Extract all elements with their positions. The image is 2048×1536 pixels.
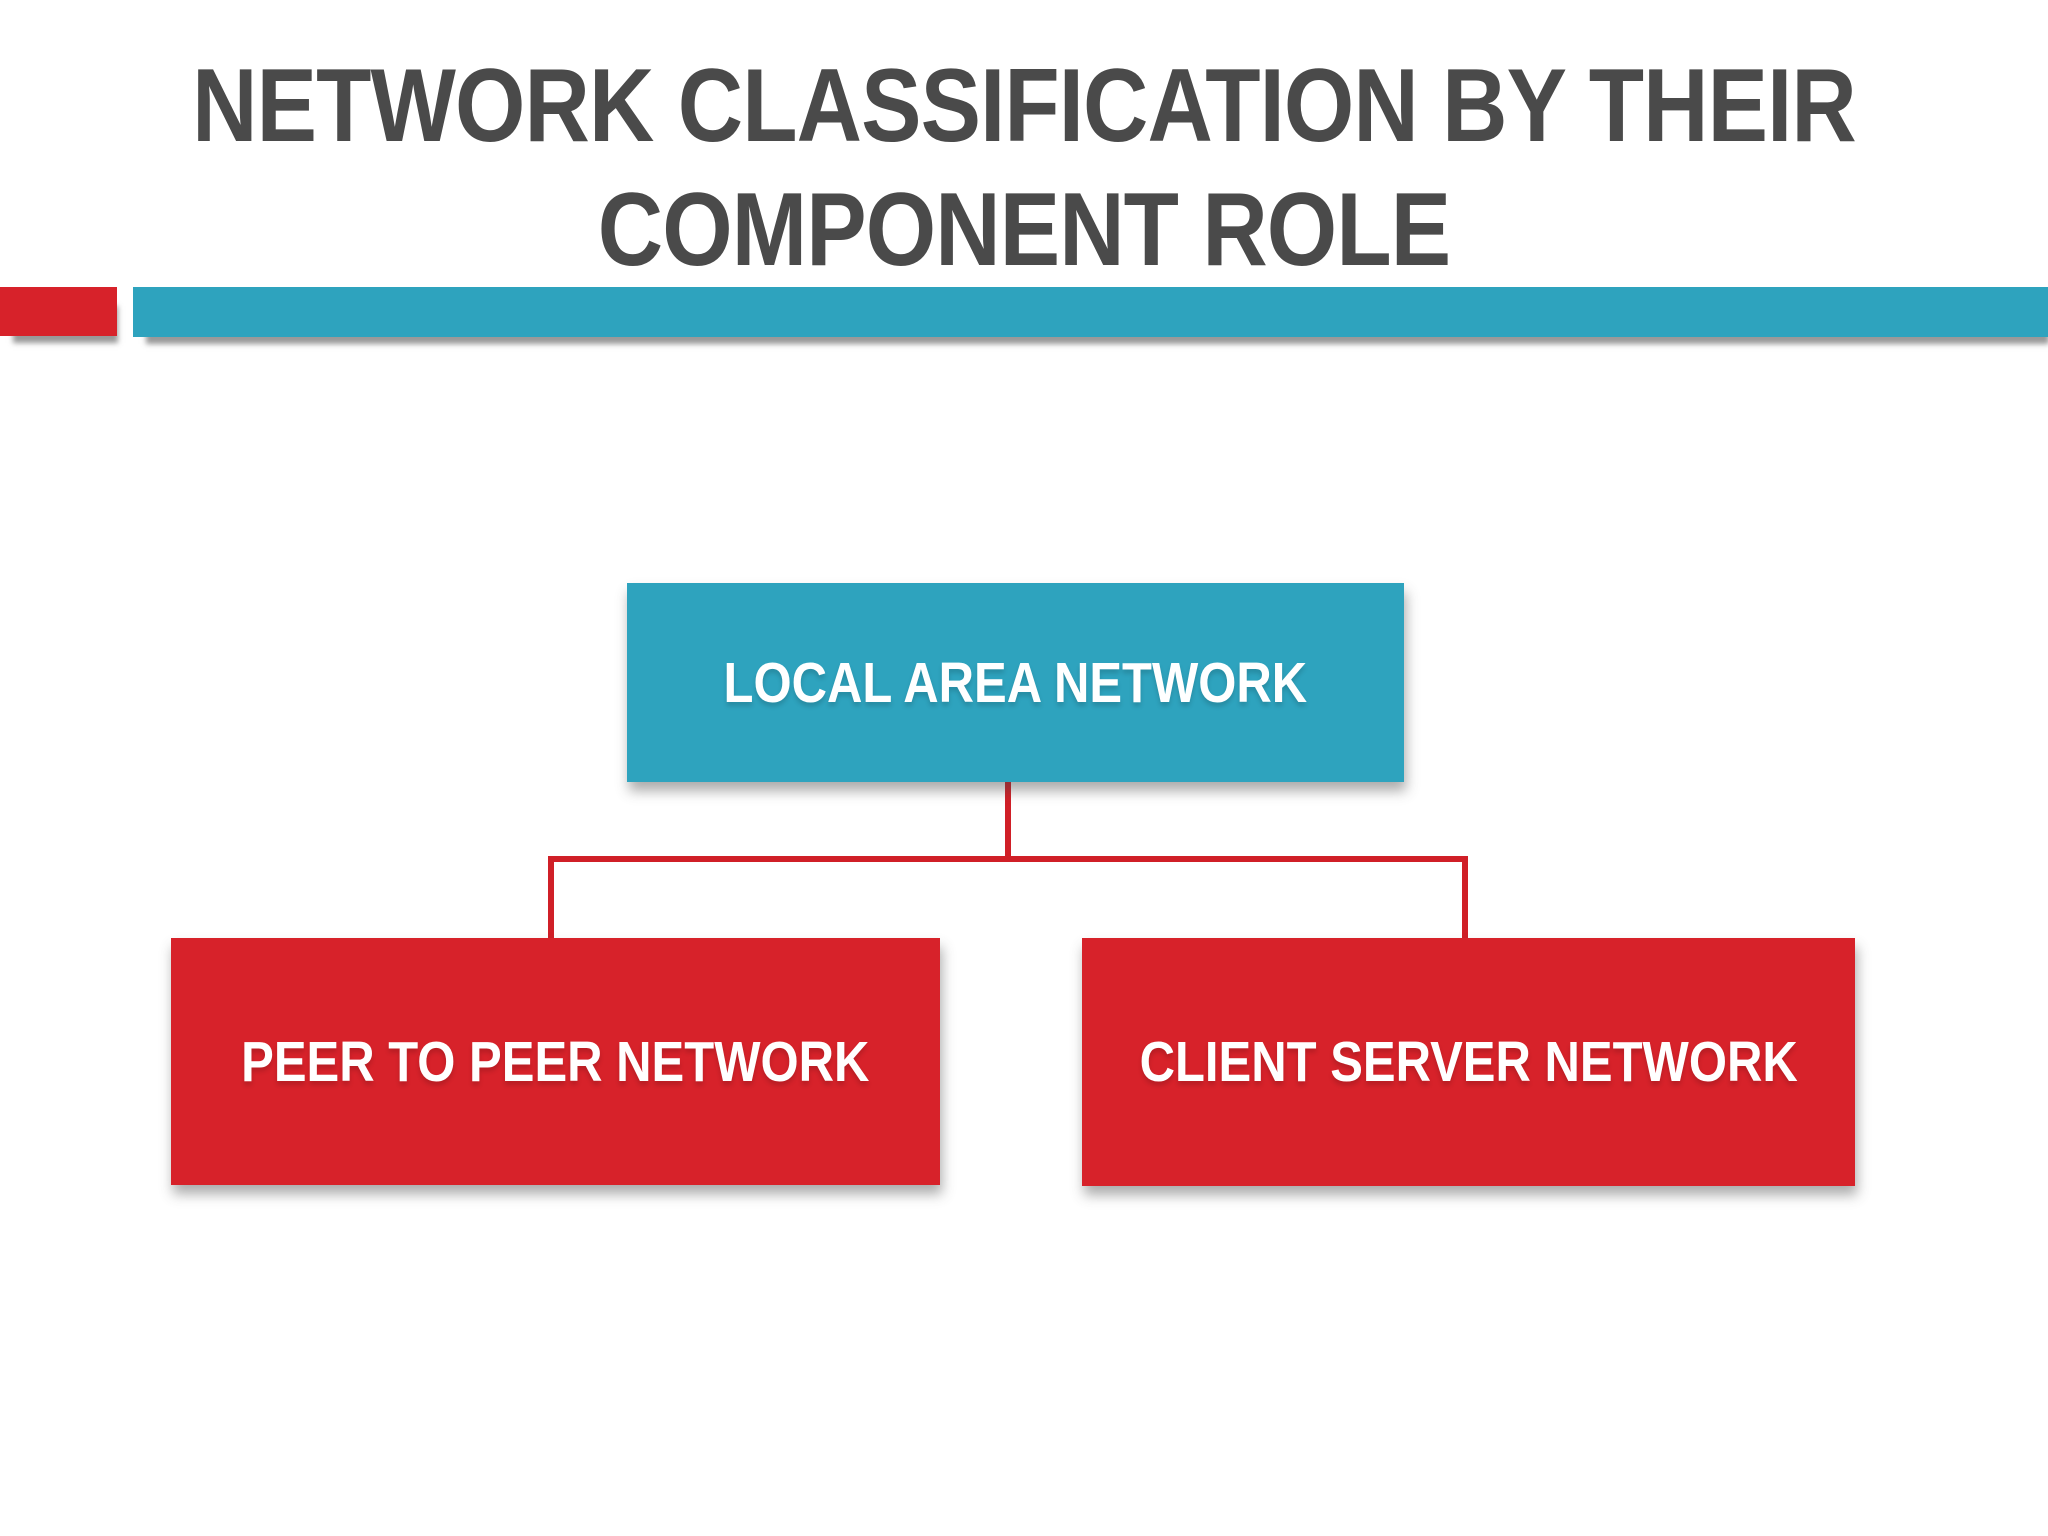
node-peer-to-peer-network-label: PEER TO PEER NETWORK [241,1029,870,1094]
node-client-server-network-label: CLIENT SERVER NETWORK [1139,1030,1798,1094]
connector-horizontal-rail [548,856,1468,862]
node-local-area-network: LOCAL AREA NETWORK [627,583,1404,782]
page-title: NETWORK CLASSIFICATION BY THEIR COMPONEN… [0,44,2048,292]
title-line-2: COMPONENT ROLE [597,172,1451,288]
title-line-1: NETWORK CLASSIFICATION BY THEIR [192,48,1857,164]
node-peer-to-peer-network: PEER TO PEER NETWORK [171,938,940,1185]
accent-bar-teal-segment [133,287,2048,337]
accent-bar [0,287,2048,337]
node-client-server-network: CLIENT SERVER NETWORK [1082,938,1855,1186]
node-local-area-network-label: LOCAL AREA NETWORK [723,650,1308,715]
connector-root-stem [1005,780,1011,862]
connector-right-drop [1462,856,1468,940]
accent-bar-red-segment [0,287,117,336]
connector-left-drop [548,856,554,940]
